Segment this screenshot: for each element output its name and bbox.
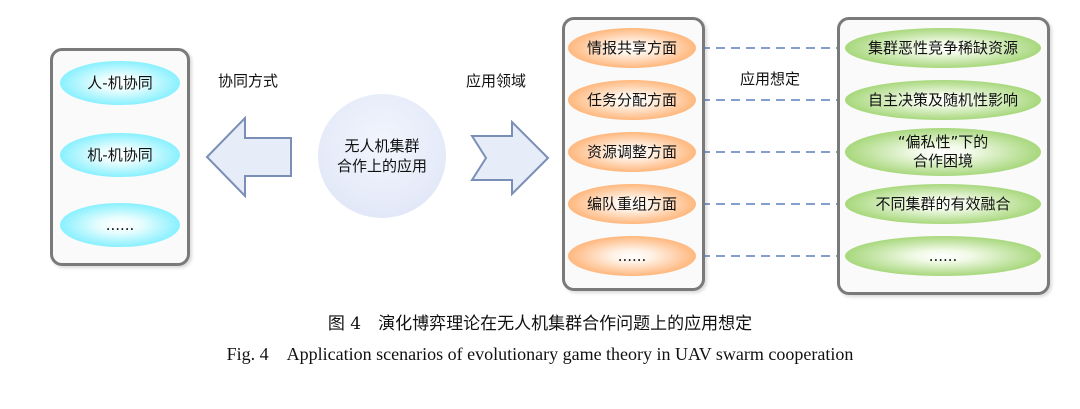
middle-item-4: 编队重组方面 [568, 184, 696, 224]
label-cooperation-mode: 协同方式 [218, 72, 279, 90]
left-item-1: 人-机协同 [60, 61, 180, 105]
middle-item-3: 资源调整方面 [568, 132, 696, 172]
middle-item-2: 任务分配方面 [568, 80, 696, 120]
right-item-4: 不同集群的有效融合 [845, 184, 1041, 224]
middle-item-5: ...... [568, 236, 696, 276]
left-item-2: 机-机协同 [60, 133, 180, 177]
figure-caption-english: Fig. 4 Application scenarios of evolutio… [226, 344, 854, 364]
right-item-5: ...... [845, 236, 1041, 276]
uav-swarm-application-circle: 无人机集群 合作上的应用 [318, 94, 446, 218]
right-item-3: “偏私性”下的 合作困境 [845, 128, 1041, 176]
middle-item-1: 情报共享方面 [568, 28, 696, 68]
label-application-idea: 应用想定 [740, 70, 801, 88]
left-arrow-icon [205, 116, 292, 198]
right-arrow-icon [470, 120, 550, 196]
left-item-3: ...... [60, 203, 180, 247]
right-item-1: 集群恶性竞争稀缺资源 [845, 28, 1041, 68]
label-application-field: 应用领域 [466, 72, 527, 90]
figure-caption-chinese: 图 4 演化博弈理论在无人机集群合作问题上的应用想定 [327, 314, 753, 334]
right-item-2: 自主决策及随机性影响 [845, 80, 1041, 120]
